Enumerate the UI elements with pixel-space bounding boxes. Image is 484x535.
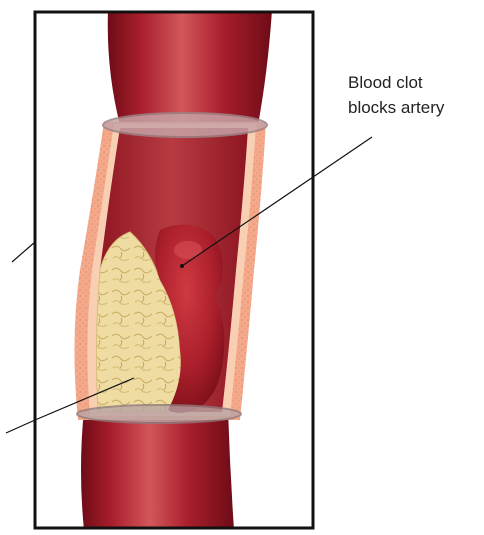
clot-annotation-line-1: Blood clot [348, 70, 484, 95]
pointer-line-lower-left [6, 420, 35, 433]
artery-upper-segment [108, 10, 272, 125]
cut-edge-top [103, 113, 267, 137]
pointer-dot-clot [180, 264, 184, 268]
clot-annotation-line-2: blocks artery [348, 95, 484, 120]
clot-highlight [174, 241, 202, 259]
pointer-line-upper-left [12, 242, 35, 262]
artery-lower-segment [81, 410, 234, 530]
clot-annotation: Blood clot blocks artery [348, 70, 484, 120]
cut-edge-bottom [77, 405, 241, 423]
